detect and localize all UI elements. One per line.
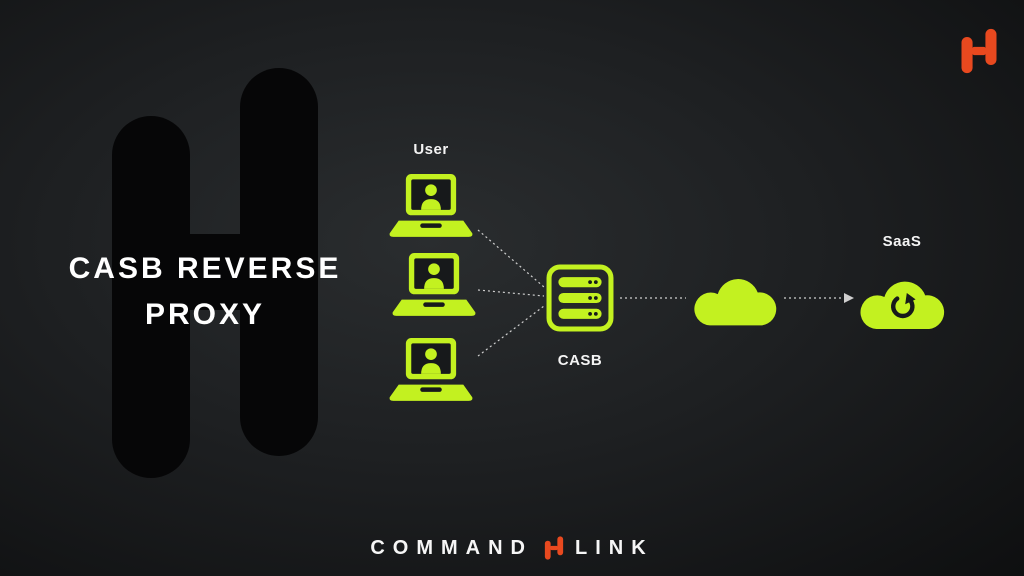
saas-sync-cloud-icon xyxy=(854,268,950,334)
commandlink-logo-icon xyxy=(543,534,565,562)
watermark-logo xyxy=(112,68,318,478)
page-title-line2: PROXY xyxy=(144,298,266,331)
saas-label: SaaS xyxy=(882,233,922,250)
brand-link-text: LINK xyxy=(574,536,654,559)
laptop-user-icon xyxy=(389,253,479,323)
page-title-line1: CASB REVERSE xyxy=(68,252,342,285)
commandlink-logo-icon xyxy=(958,24,1000,78)
laptop-user-icon xyxy=(386,174,476,244)
casb-server-icon xyxy=(544,262,616,334)
brand-command-text: COMMAND xyxy=(370,536,533,559)
user-label: User xyxy=(413,141,449,158)
cloud-icon xyxy=(688,266,782,330)
page-title: CASB REVERSE PROXY xyxy=(40,246,370,338)
footer-brand: COMMAND LINK xyxy=(0,534,1024,562)
casb-label: CASB xyxy=(557,352,603,369)
laptop-user-icon xyxy=(386,338,476,408)
arrowhead-icon xyxy=(844,293,854,303)
